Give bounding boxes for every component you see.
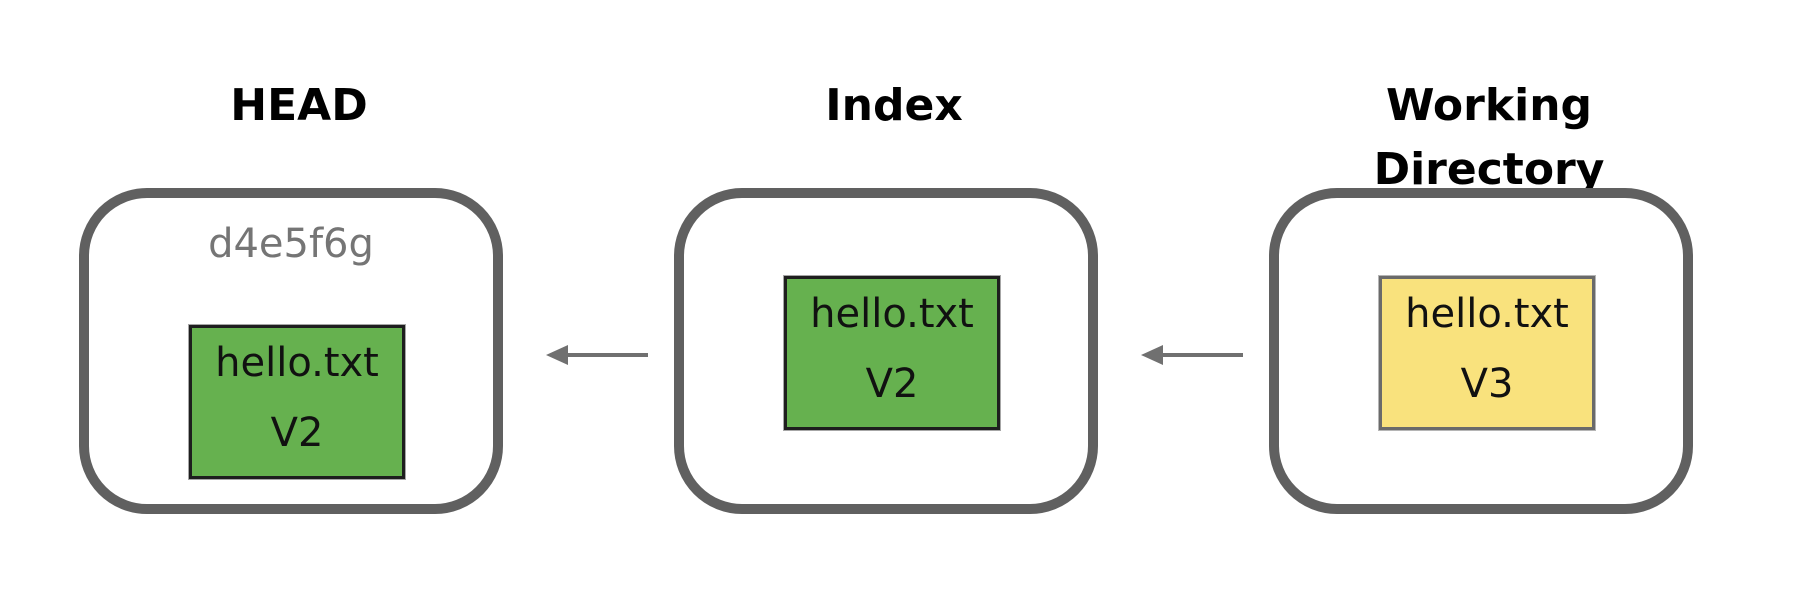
working-directory-file-card: hello.txt V3 xyxy=(1379,276,1595,430)
index-title: Index xyxy=(825,80,963,131)
head-file-name: hello.txt xyxy=(215,340,379,386)
working-directory-title: Working Directory xyxy=(1373,80,1605,195)
index-file-card: hello.txt V2 xyxy=(784,276,1000,430)
head-panel: d4e5f6g hello.txt V2 xyxy=(79,188,503,514)
arrow-left-icon xyxy=(1141,345,1243,365)
working-directory-file-name: hello.txt xyxy=(1405,291,1569,337)
commit-hash: d4e5f6g xyxy=(208,221,374,267)
index-file-version: V2 xyxy=(865,361,919,407)
working-directory-file-version: V3 xyxy=(1460,361,1514,407)
working-directory-panel: hello.txt V3 xyxy=(1269,188,1693,514)
head-title: HEAD xyxy=(230,80,368,131)
head-file-version: V2 xyxy=(270,410,324,456)
index-file-name: hello.txt xyxy=(810,291,974,337)
index-panel: hello.txt V2 xyxy=(674,188,1098,514)
head-file-card: hello.txt V2 xyxy=(189,325,405,479)
arrow-left-icon xyxy=(546,345,648,365)
